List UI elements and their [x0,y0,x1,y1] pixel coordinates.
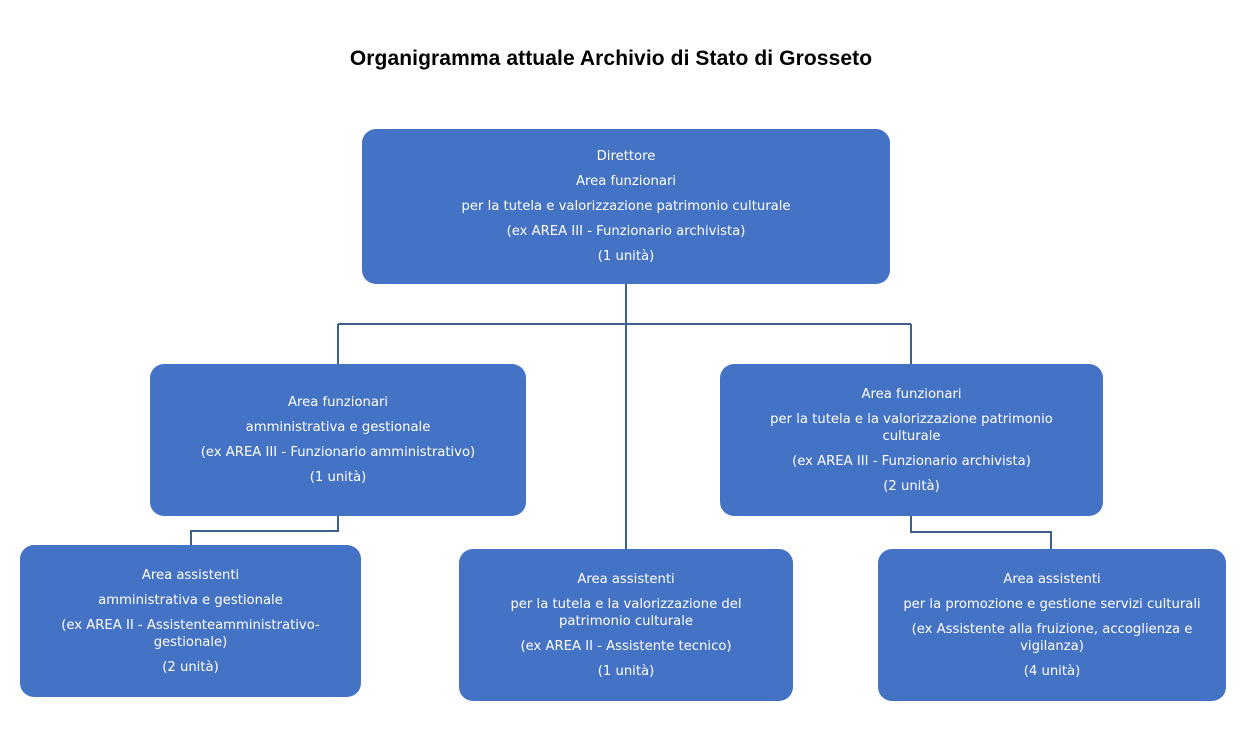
node-description: per la promozione e gestione servizi cul… [903,596,1201,612]
node-admin-assistants: Area assistenti amministrativa e gestion… [20,545,361,697]
node-area: Area funzionari [287,395,389,410]
node-technical-assistants: Area assistenti per la tutela e la valor… [459,549,793,701]
node-area: Area assistenti [577,571,675,587]
node-units: (2 unità) [883,478,940,494]
node-area: Area assistenti [141,567,240,583]
node-services-assistants: Area assistenti per la promozione e gest… [878,549,1226,701]
node-units: (1 unità) [309,470,367,485]
node-former-area: (ex AREA III - Funzionario archivista) [506,224,746,239]
node-area: Area assistenti [1003,571,1101,587]
node-description: amministrativa e gestionale [245,420,431,435]
node-former-area: (ex Assistente alla fruizione, accoglien… [911,621,1193,654]
node-units: (2 unità) [162,659,219,675]
node-former-area: (ex AREA III - Funzionario archivista) [792,453,1031,469]
connector-to-serv-asst [910,516,1052,549]
node-role: Direttore [596,149,656,164]
node-description: per la tutela e la valorizzazione del pa… [510,596,742,629]
node-units: (1 unità) [597,663,655,679]
node-description: per la tutela e valorizzazione patrimoni… [461,199,791,214]
node-units: (1 unità) [597,249,655,264]
node-former-area: (ex AREA II - Assistenteamministrativo-g… [61,617,320,650]
connector-to-admin-asst [190,516,339,545]
node-description: per la tutela e la valorizzazione patrim… [770,411,1053,444]
chart-title: Organigramma attuale Archivio di Stato d… [349,47,873,70]
node-description: amministrativa e gestionale [98,592,283,608]
node-area: Area funzionari [861,386,962,402]
node-former-area: (ex AREA II - Assistente tecnico) [520,638,732,654]
node-units: (4 unità) [1023,663,1081,679]
node-director: Direttore Area funzionari per la tutela … [362,129,890,284]
node-former-area: (ex AREA III - Funzionario amministrativ… [200,445,476,460]
node-area: Area funzionari [575,174,677,189]
node-cultural-functionaries: Area funzionari per la tutela e la valor… [720,364,1103,516]
node-admin-functionaries: Area funzionari amministrativa e gestion… [150,364,526,516]
